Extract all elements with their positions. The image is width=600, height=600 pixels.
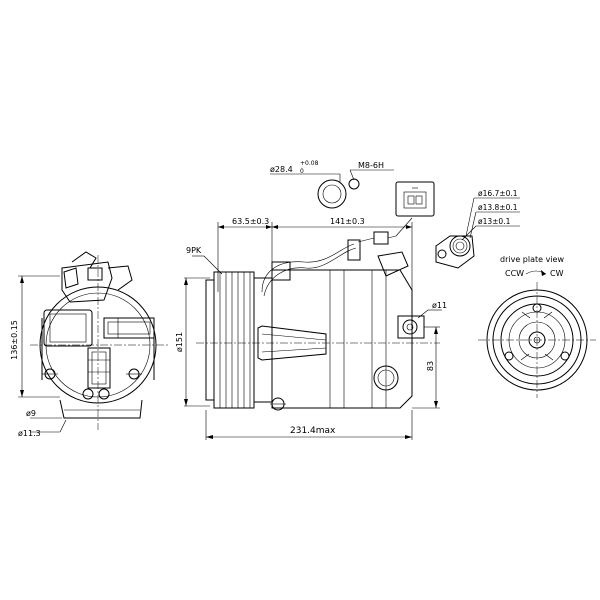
hole-small-label: ø9 — [26, 409, 36, 418]
bore-detail: ø28.4 +0.08 0 M8-6H — [270, 160, 394, 209]
bore-dia-label: ø28.4 — [270, 165, 293, 174]
length-front-label: 63.5±0.3 — [232, 217, 269, 226]
drive-plate-view: drive plate view CCW CW — [478, 255, 596, 398]
bore-tol-lower: 0 — [300, 168, 304, 175]
total-length-label: 231.4max — [290, 426, 336, 436]
mount-height-label: 83 — [426, 361, 435, 371]
fitting-d1-label: ø16.7±0.1 — [478, 189, 518, 198]
side-view: 136±0.15 — [10, 251, 170, 438]
hole-mount-label: ø11.3 — [18, 429, 41, 438]
length-rear-label: 141±0.3 — [330, 217, 365, 226]
connector-detail — [395, 181, 435, 217]
fitting-d3-label: ø13±0.1 — [478, 217, 511, 226]
bore-tol-upper: +0.08 — [300, 160, 319, 167]
drive-view-ccw: CCW — [505, 269, 524, 278]
fitting-d2-label: ø13.8±0.1 — [478, 203, 518, 212]
pulley-dia-label: ø151 — [175, 332, 184, 352]
drive-view-title: drive plate view — [500, 255, 564, 264]
mount-hole-label: ø11 — [432, 301, 447, 310]
side-height-label: 136±0.15 — [10, 320, 19, 360]
fitting-detail: ø16.7±0.1 ø13.8±0.1 ø13±0.1 — [435, 189, 520, 269]
front-view: 63.5±0.3 141±0.3 9PK ø151 — [175, 217, 447, 440]
belt-profile-label: 9PK — [186, 246, 202, 255]
thread-label: M8-6H — [358, 161, 384, 170]
drive-view-cw: CW — [550, 269, 564, 278]
